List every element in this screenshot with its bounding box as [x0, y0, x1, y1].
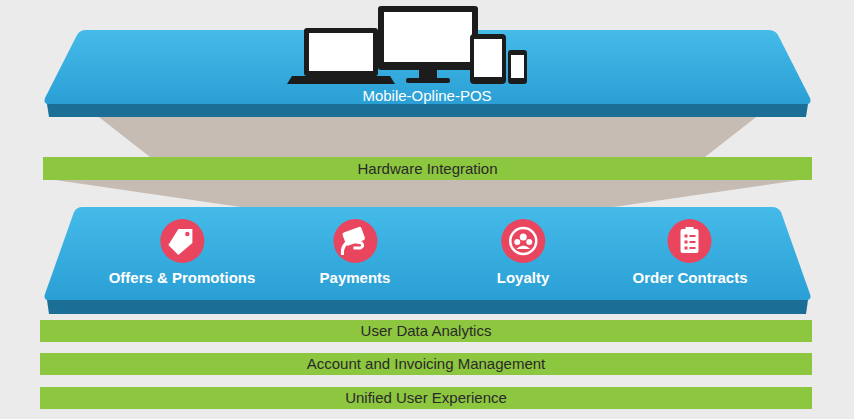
- layer-label: User Data Analytics: [361, 322, 492, 340]
- service-label: Offers & Promotions: [105, 269, 260, 287]
- layer-label: Unified User Experience: [345, 389, 507, 407]
- layer-label: Hardware Integration: [357, 160, 497, 178]
- layer-band: Account and Invoicing Management: [40, 353, 812, 375]
- layer-label: Account and Invoicing Management: [307, 355, 545, 373]
- service-label: Payments: [316, 269, 395, 287]
- badge-icon: [168, 229, 192, 255]
- service-label: Loyalty: [493, 269, 554, 287]
- badge-circle: [105, 217, 260, 267]
- device-icons: [287, 6, 527, 84]
- funnel-shadow: [95, 114, 760, 157]
- badge-icon: [510, 228, 536, 254]
- layer-band: Hardware Integration: [43, 157, 812, 180]
- layer-band: User Data Analytics: [40, 320, 812, 342]
- device-platform: Mobile-Opline-POS: [0, 0, 854, 118]
- platform-edge: [47, 300, 808, 314]
- service-label: Order Contracts: [628, 269, 751, 287]
- service-badge: Loyalty: [493, 217, 554, 287]
- layer-band: Unified User Experience: [40, 387, 812, 409]
- badge-circle: [493, 217, 554, 267]
- service-badge: Payments: [316, 217, 395, 287]
- platform-edge: [47, 104, 808, 117]
- service-badge: Order Contracts: [628, 217, 751, 287]
- platform-label: Mobile-Opline-POS: [362, 87, 491, 105]
- badge-icon: [341, 226, 365, 255]
- services-platform: [45, 207, 811, 300]
- badge-icon: [681, 227, 699, 253]
- badge-circle: [316, 217, 395, 267]
- badge-circle: [628, 217, 751, 267]
- service-badge: Offers & Promotions: [105, 217, 260, 287]
